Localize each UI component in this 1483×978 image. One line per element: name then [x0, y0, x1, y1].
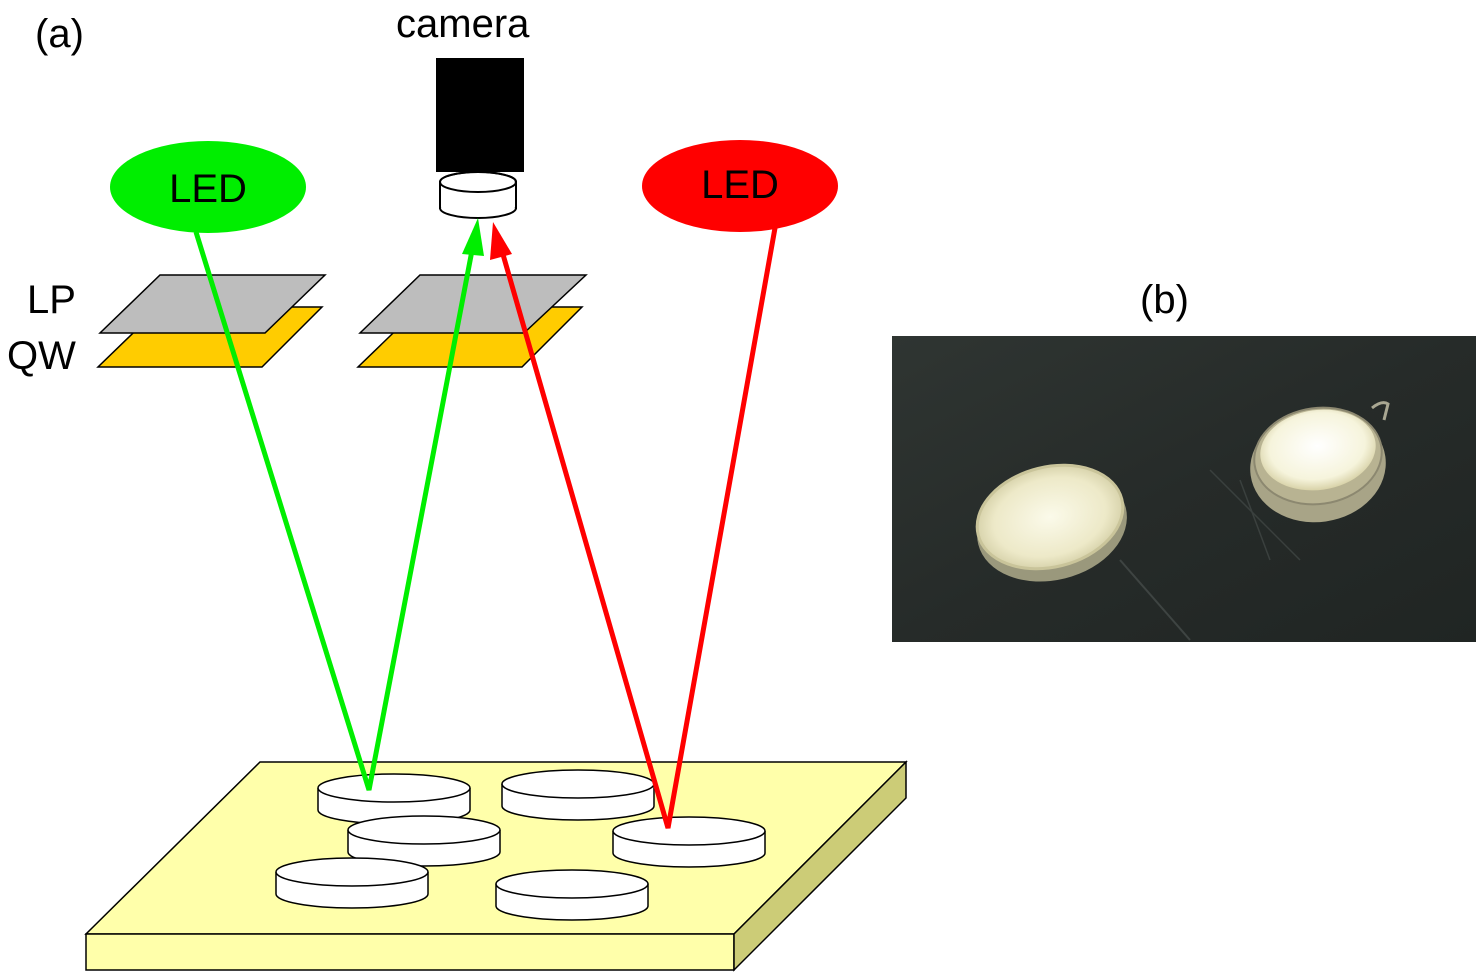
filter-stack-right [356, 274, 588, 368]
sample-disc [347, 815, 501, 867]
led-left-label: LED [169, 167, 247, 211]
led-left: LED [110, 141, 306, 233]
red-arrowhead [490, 222, 512, 260]
lp-label: LP [27, 278, 76, 322]
sample-disc [501, 769, 655, 821]
green-beam [193, 218, 484, 791]
panel-b: (b) [892, 278, 1476, 642]
panel-b-label: (b) [1140, 278, 1189, 322]
filter-stack-left [96, 274, 327, 368]
camera-label: camera [396, 2, 530, 46]
sample-photo [892, 336, 1476, 642]
red-beam [490, 222, 778, 829]
led-right-label: LED [701, 163, 779, 207]
lp-plate-left [98, 274, 327, 334]
sample-disc [275, 857, 429, 909]
sample-disc [495, 869, 649, 921]
led-right: LED [642, 140, 838, 232]
qw-label: QW [7, 334, 76, 378]
green-arrowhead [462, 218, 484, 256]
sample-disc [612, 816, 766, 868]
photo-disc-right [1250, 401, 1390, 523]
sample-discs [275, 769, 766, 921]
sample-stage [84, 760, 908, 972]
panel-a-label: (a) [35, 12, 84, 56]
camera-icon [436, 58, 524, 219]
photo-disc-left [975, 463, 1127, 582]
panel-a: (a) camera LED LED LP QW [7, 2, 908, 972]
